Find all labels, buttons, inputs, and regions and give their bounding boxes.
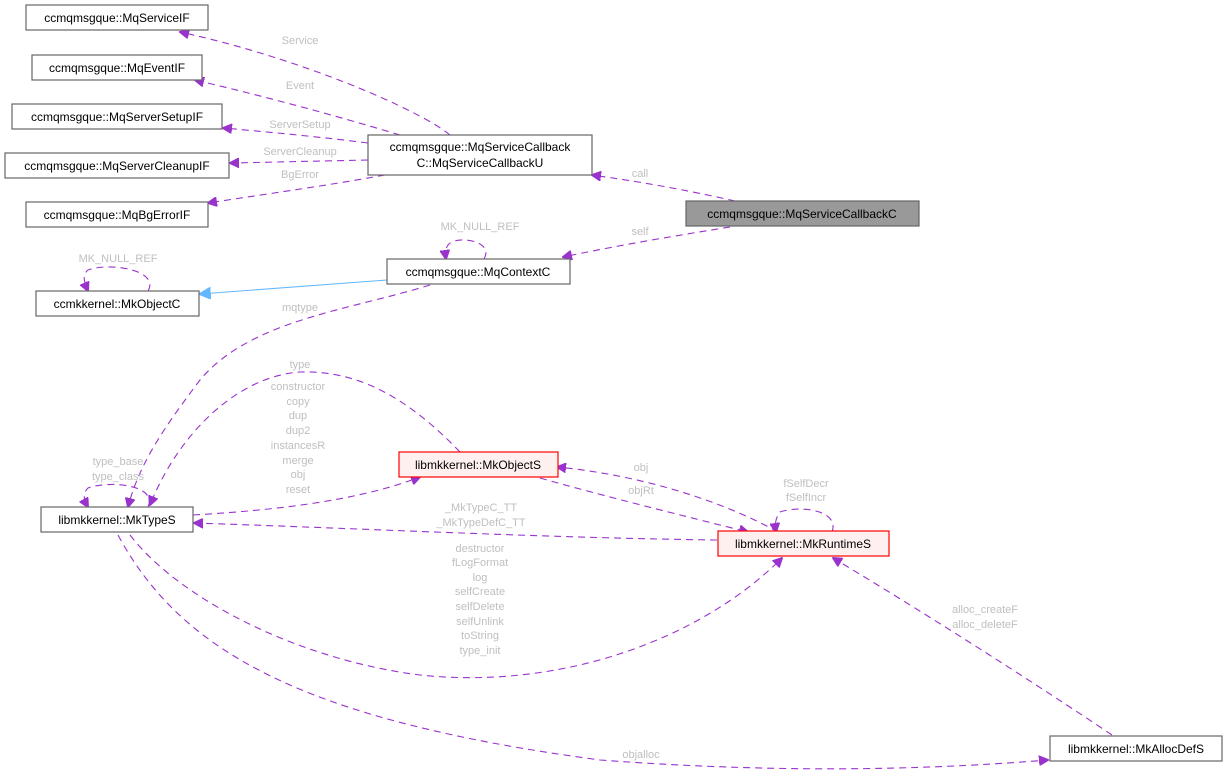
node-label-line2: C::MqServiceCallbackU [417, 156, 544, 170]
label-fselfdecr: fSelfDecr [783, 478, 829, 490]
label-destructor: destructor [456, 543, 505, 555]
label-dup: dup [289, 410, 307, 422]
node-mqserviceif[interactable]: ccmqmsgque::MqServiceIF [25, 4, 209, 31]
label-service: Service [282, 35, 319, 47]
label-copy: copy [286, 396, 310, 408]
node-mktypes[interactable]: libmkkernel::MkTypeS [40, 506, 194, 533]
node-label: ccmqmsgque::MqServiceIF [44, 11, 189, 25]
label-call: call [632, 168, 649, 180]
label-type: type [290, 359, 311, 371]
label-group-constructor: constructor copy dup dup2 instancesR mer… [271, 381, 326, 496]
label-mqcontext-null-ref: MK_NULL_REF [441, 221, 520, 233]
node-label: libmkkernel::MkObjectS [415, 458, 541, 472]
node-mkruntimes[interactable]: libmkkernel::MkRuntimeS [717, 530, 890, 557]
label-objrt: objRt [628, 485, 654, 497]
edge-server-cleanup [230, 160, 369, 163]
node-label: ccmqmsgque::MqBgErrorIF [44, 208, 191, 222]
node-label: ccmqmsgque::MqEventIF [49, 61, 185, 75]
node-label: ccmqmsgque::MqServiceCallbackC [707, 207, 897, 221]
edges [84, 32, 1113, 770]
edge-type [150, 371, 461, 505]
node-mqeventif[interactable]: ccmqmsgque::MqEventIF [31, 54, 203, 81]
node-mkobjects[interactable]: libmkkernel::MkObjectS [398, 451, 559, 478]
label-flogformat: fLogFormat [452, 557, 508, 569]
label-alloc-createf: alloc_createF [952, 604, 1018, 616]
edge-destructor [129, 534, 782, 679]
edge-mkobjectc-null-ref [84, 266, 151, 291]
node-label: ccmqmsgque::MqContextC [406, 265, 551, 279]
edge-alloc [833, 558, 1113, 736]
node-mqservicecallbackc[interactable]: ccmqmsgque::MqServiceCallbackC [685, 200, 920, 227]
label-tostring: toString [461, 630, 499, 642]
edge-labels: Service Event ServerSetup ServerCleanup … [79, 35, 1019, 761]
edge-mktypes-self [84, 483, 150, 507]
label-selfcreate: selfCreate [455, 586, 505, 598]
label-mktypedefc-tt: _MkTypeDefC_TT [435, 517, 526, 529]
label-server-cleanup: ServerCleanup [263, 146, 336, 158]
edge-runtime-self [775, 508, 834, 532]
label-log: log [473, 572, 488, 584]
label-type-base: type_base [93, 456, 144, 468]
label-server-setup: ServerSetup [269, 119, 330, 131]
label-mktypec-tt: _MkTypeC_TT [444, 502, 517, 514]
node-label: ccmqmsgque::MqServerSetupIF [31, 110, 203, 124]
node-mkobjectc[interactable]: ccmkkernel::MkObjectC [35, 290, 200, 317]
edge-mqtype [128, 284, 431, 507]
label-mkobjectc-null-ref: MK_NULL_REF [79, 253, 158, 265]
edge-mqcontext-null-ref [445, 239, 487, 259]
label-fselfincr: fSelfIncr [786, 492, 827, 504]
node-mqcontextc[interactable]: ccmqmsgque::MqContextC [386, 258, 571, 285]
edge-self [563, 226, 731, 257]
node-label: libmkkernel::MkAllocDefS [1068, 742, 1204, 756]
label-objalloc: objalloc [622, 749, 660, 761]
edge-objalloc [117, 534, 1048, 770]
label-selfunlink: selfUnlink [456, 616, 504, 628]
label-event: Event [286, 80, 314, 92]
node-label: libmkkernel::MkTypeS [58, 513, 175, 527]
edge-constructor [192, 477, 420, 516]
label-instancesr: instancesR [271, 440, 325, 452]
edge-mktypec-tt [194, 523, 718, 541]
node-mqserversetupif[interactable]: ccmqmsgque::MqServerSetupIF [11, 103, 223, 130]
label-alloc-deletef: alloc_deleteF [952, 619, 1018, 631]
node-mqservicecallbacku[interactable]: ccmqmsgque::MqServiceCallback C::MqServi… [367, 134, 593, 176]
label-type-class: type_class [92, 471, 144, 483]
label-obj-member: obj [291, 469, 306, 481]
edge-obj [557, 467, 779, 533]
nodes: ccmqmsgque::MqServiceIF ccmqmsgque::MqEv… [4, 4, 1223, 762]
label-reset: reset [286, 484, 310, 496]
edge-event [195, 80, 401, 136]
label-bg-error: BgError [281, 169, 319, 181]
edge-call [592, 175, 736, 202]
node-label: libmkkernel::MkRuntimeS [735, 537, 871, 551]
node-label: ccmqmsgque::MqServerCleanupIF [24, 159, 209, 173]
node-mkallocdefs[interactable]: libmkkernel::MkAllocDefS [1049, 735, 1223, 762]
edge-service [180, 32, 451, 136]
label-self: self [631, 226, 649, 238]
node-mqbgerrorif[interactable]: ccmqmsgque::MqBgErrorIF [25, 201, 209, 228]
label-group-destructor: destructor fLogFormat log selfCreate sel… [452, 543, 508, 657]
label-obj: obj [634, 462, 649, 474]
node-label: ccmkkernel::MkObjectC [54, 297, 181, 311]
node-mqservercleanupif[interactable]: ccmqmsgque::MqServerCleanupIF [4, 152, 230, 179]
label-constructor: constructor [271, 381, 326, 393]
label-selfdelete: selfDelete [456, 601, 505, 613]
label-mqtype: mqtype [282, 302, 318, 314]
edge-inherit-mkobjectc [200, 279, 388, 294]
label-merge: merge [282, 455, 313, 467]
edge-server-setup [223, 128, 369, 144]
label-type-init: type_init [460, 645, 501, 657]
label-dup2: dup2 [286, 425, 310, 437]
node-label-line1: ccmqmsgque::MqServiceCallback [390, 140, 572, 154]
